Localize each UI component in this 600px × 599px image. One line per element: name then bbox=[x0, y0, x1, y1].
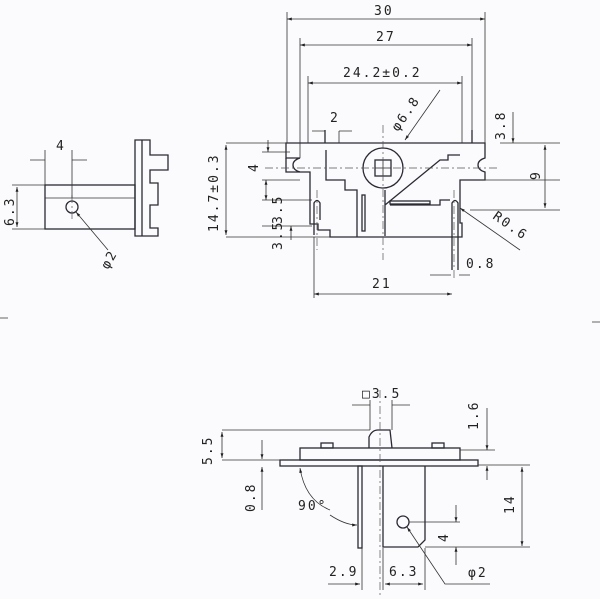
dim-27: 27 bbox=[376, 30, 396, 45]
dim-0-8: 0.8 bbox=[466, 257, 495, 272]
dim-2: 2 bbox=[330, 111, 340, 126]
front-view: □3.5 5.5 1.6 0.8 90° 14 4 2.9 6.3 φ2 bbox=[201, 387, 530, 595]
left-pin bbox=[313, 199, 321, 235]
dim-4: 4 bbox=[247, 162, 262, 172]
front-dim-knob-square: □3.5 bbox=[362, 387, 401, 402]
dim-knob-dia: φ6.8 bbox=[389, 93, 424, 134]
top-view: 30 27 24.2±0.2 2 φ6.8 3.8 9 14.7±0.3 4 3… bbox=[207, 4, 560, 298]
front-dim-14: 14 bbox=[503, 494, 518, 514]
side-dim-phi2: φ2 bbox=[98, 247, 121, 272]
front-knob bbox=[368, 429, 393, 449]
dim-3-8: 3.8 bbox=[494, 111, 509, 140]
dim-r0-6: R0.6 bbox=[490, 209, 531, 244]
front-tab bbox=[382, 466, 426, 548]
dim-9: 9 bbox=[529, 170, 544, 180]
side-view-flange bbox=[134, 139, 169, 237]
side-dim-6-3: 6.3 bbox=[3, 197, 18, 226]
side-view-pin bbox=[44, 184, 136, 230]
dim-24-2: 24.2±0.2 bbox=[343, 66, 422, 81]
front-plate bbox=[279, 459, 479, 467]
dim-30: 30 bbox=[374, 4, 394, 19]
dim-3-5: 3.5 bbox=[271, 195, 286, 224]
dim-21: 21 bbox=[372, 277, 392, 292]
front-thin-pin bbox=[357, 465, 363, 549]
front-hole bbox=[396, 515, 410, 529]
dim-14-7: 14.7±0.3 bbox=[207, 153, 222, 232]
front-dim-2-9: 2.9 bbox=[329, 565, 358, 580]
side-view: 4 6.3 φ2 bbox=[3, 139, 169, 272]
front-dim-4: 4 bbox=[437, 532, 452, 542]
dim-3-5b: 3.5 bbox=[271, 221, 286, 250]
front-dim-phi2: φ2 bbox=[468, 566, 488, 581]
front-dim-1-6: 1.6 bbox=[467, 401, 482, 430]
front-dim-6-3: 6.3 bbox=[389, 565, 418, 580]
front-dim-0-8: 0.8 bbox=[244, 483, 259, 512]
side-dim-4: 4 bbox=[56, 139, 66, 154]
right-pin bbox=[451, 199, 459, 270]
front-dim-90deg: 90° bbox=[298, 499, 327, 514]
contact-strip bbox=[361, 194, 366, 232]
front-dim-5-5: 5.5 bbox=[201, 436, 216, 465]
inner-profile bbox=[325, 150, 460, 237]
